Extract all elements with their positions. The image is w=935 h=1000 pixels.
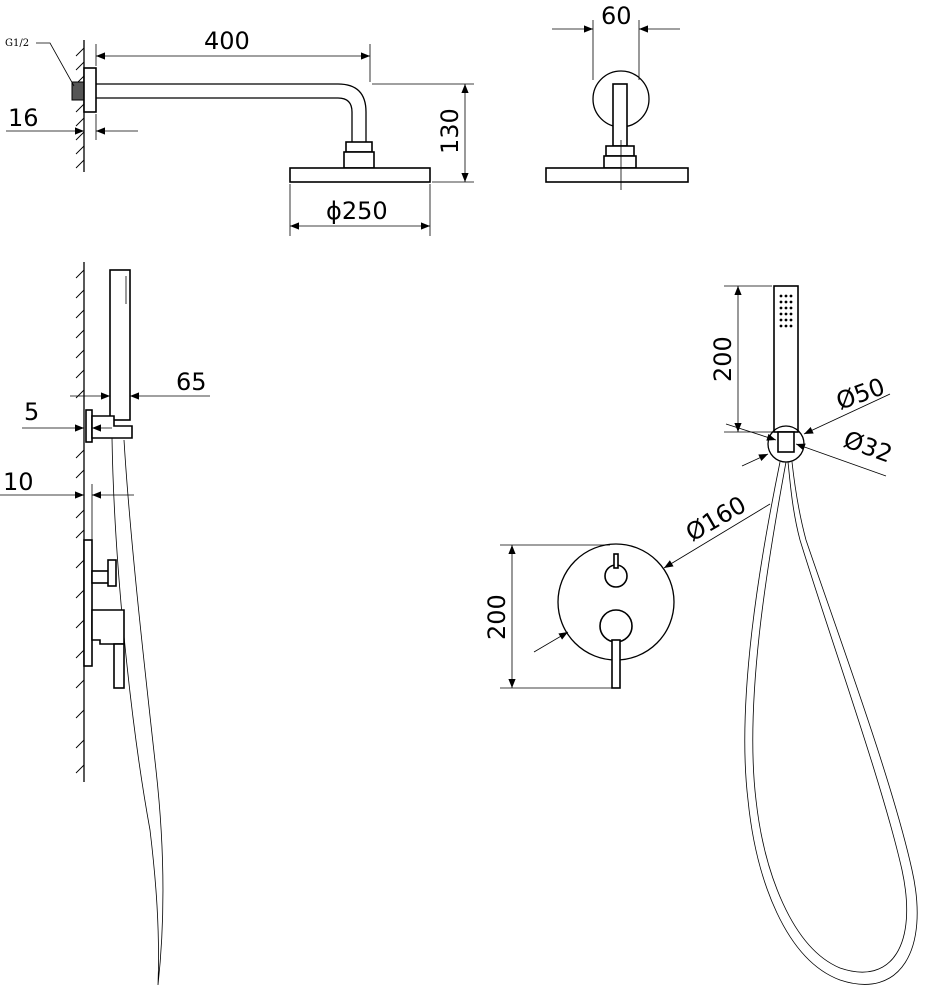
drop-height-label: 130	[436, 108, 464, 154]
holder-gap-label: 5	[24, 398, 39, 426]
rain-head-front	[545, 167, 689, 183]
thread-label: G1/2	[5, 38, 29, 49]
mixer-side-view: 65 5 10	[0, 262, 210, 986]
arm-nut	[345, 141, 373, 153]
outlet-diameter-label: Ø32	[840, 425, 896, 468]
wall-gap-top-label: 16	[8, 104, 39, 132]
hand-length-label: 200	[709, 336, 737, 382]
lever-handle-side	[113, 643, 125, 689]
wall-hatching-top	[75, 47, 85, 169]
diverter-stem-front	[613, 553, 619, 569]
holder-wallplate	[85, 409, 93, 443]
valve-gap-label: 10	[3, 468, 34, 496]
hand-holder	[91, 415, 133, 439]
wall-flange	[83, 67, 97, 113]
hose-loop-inner	[752, 461, 908, 973]
rain-head-side	[289, 167, 431, 183]
shower-arm-front-view: 60	[545, 2, 689, 190]
shower-arm	[96, 83, 367, 142]
dim-hand-diameter	[803, 393, 891, 435]
hand-diameter-label: Ø50	[832, 372, 888, 415]
wall-hatching-side	[75, 269, 85, 774]
hose-side	[111, 437, 164, 986]
thread-connector	[71, 81, 85, 101]
hand-shower-front-view: 200 Ø50 Ø32	[709, 285, 918, 985]
shower-arm-side-view: G1/2 400 16 130 ϕ250	[5, 27, 474, 236]
dim-plate-diameter	[663, 503, 771, 569]
valve-plate-front-view: Ø160 200	[483, 491, 771, 689]
front-nut	[605, 145, 635, 157]
hand-shower-side	[109, 269, 131, 421]
spray-nozzles	[779, 294, 793, 328]
head-diameter-label: ϕ250	[326, 197, 388, 225]
ball-joint	[343, 151, 375, 169]
lever-knob-front	[599, 609, 633, 643]
hose-loop-outer	[744, 461, 918, 985]
valve-plate-side	[83, 539, 93, 667]
flange-width-label: 60	[601, 2, 632, 30]
plate-height-label: 200	[483, 594, 511, 640]
outlet-holder	[777, 431, 795, 453]
diverter-stem-side	[107, 559, 117, 587]
thread-leader	[36, 42, 75, 87]
hand-depth-label: 65	[176, 368, 207, 396]
front-joint	[603, 155, 637, 169]
lever-body-side	[91, 609, 125, 645]
arm-front	[612, 83, 628, 147]
lever-handle-front	[611, 639, 621, 689]
dim-outlet-diameter	[795, 443, 887, 477]
arm-length-label: 400	[204, 27, 250, 55]
plate-diameter-label: Ø160	[681, 491, 751, 548]
